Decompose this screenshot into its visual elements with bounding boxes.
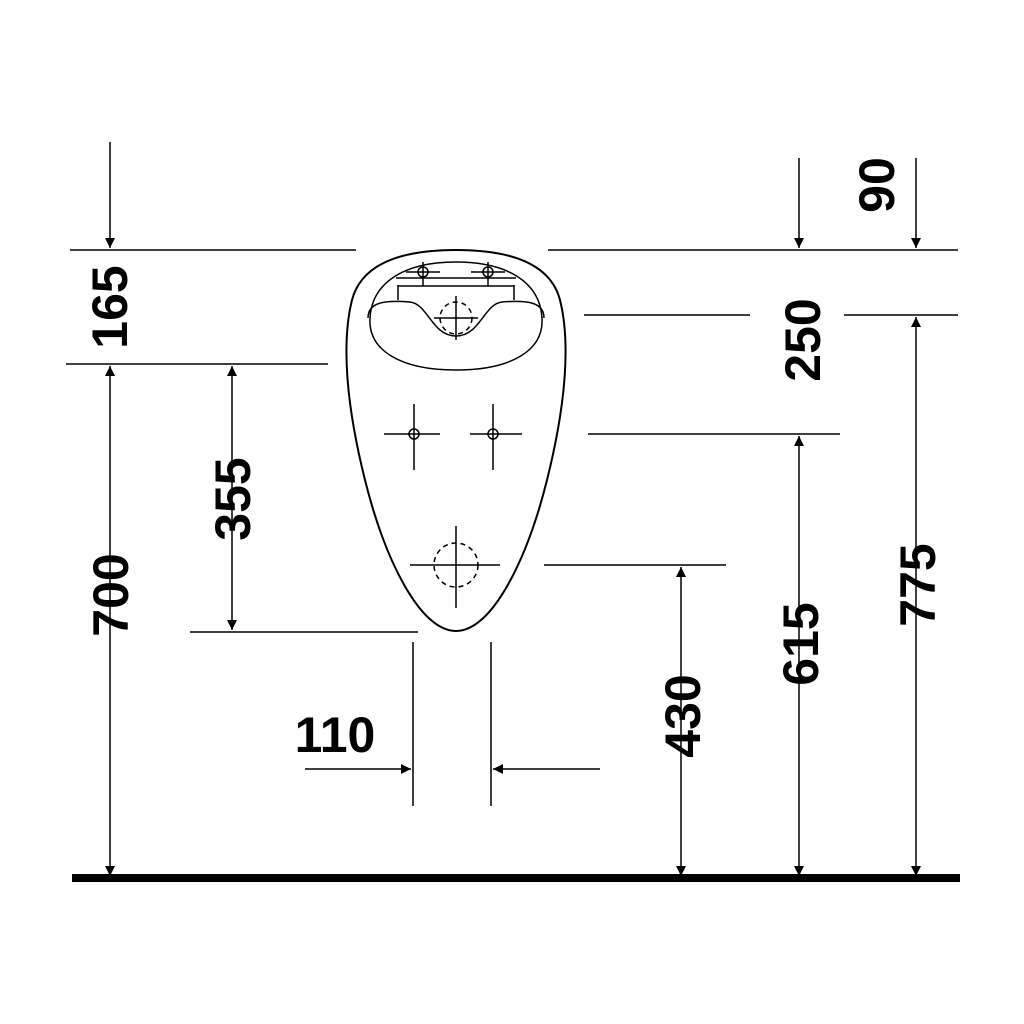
dim-label-775: 775 [890,543,946,626]
dim-label-90: 90 [849,157,905,213]
drain-outlet-icon [410,526,500,608]
top-right-fixing-icon [471,262,505,286]
dim-label-355: 355 [205,457,261,540]
mid-right-fixing-icon [470,404,522,470]
dimension-lines [105,142,921,876]
dim-label-250: 250 [775,298,831,381]
dim-label-700: 700 [83,553,139,636]
dim-label-430: 430 [655,674,711,757]
dim-label-165: 165 [82,265,138,348]
top-left-fixing-icon [406,262,440,286]
dim-label-615: 615 [773,602,829,685]
dim-label-110: 110 [295,707,376,763]
extension-lines [66,249,958,806]
fixing-points [384,262,522,608]
supply-inlet-icon [434,296,478,340]
mid-left-fixing-icon [384,404,440,470]
